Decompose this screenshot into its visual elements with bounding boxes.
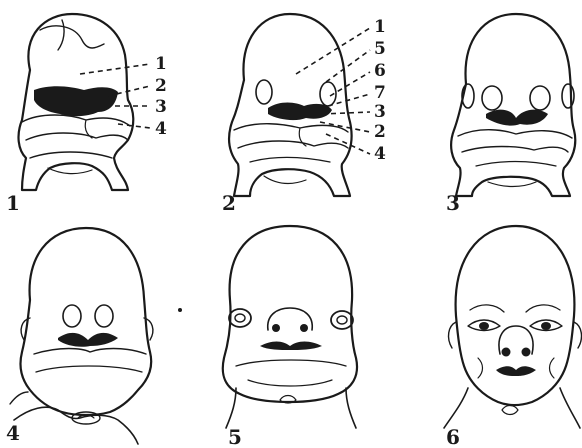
ink-speck [178, 308, 182, 312]
panel-2-callout-5: 5 [374, 39, 386, 59]
panel-1-callout-3: 3 [155, 97, 167, 117]
panel-4-number: 4 [6, 421, 20, 445]
panel-1-callout-2: 2 [155, 76, 167, 96]
panel-2-number: 2 [222, 191, 236, 215]
panel-2-callout-7: 7 [374, 83, 386, 103]
panel-2-callout-1: 1 [374, 17, 386, 37]
panel-2-callout-2: 2 [374, 122, 386, 142]
panel-2-leader-5 [326, 50, 370, 82]
panel-1-leader-1 [80, 64, 150, 74]
panel-2-callout-3: 3 [374, 102, 386, 122]
panel-2-leader-4 [326, 134, 370, 154]
panel-5-number: 5 [228, 425, 242, 448]
panel-2-leader-1 [296, 28, 370, 74]
panel-6-drawing [444, 226, 581, 428]
panel-1-number: 1 [6, 191, 20, 215]
panel-2-callout-4: 4 [374, 144, 386, 164]
panel-5-drawing [223, 226, 357, 428]
panel-3-drawing [451, 14, 575, 196]
panel-4-drawing [10, 228, 153, 444]
panel-6-number: 6 [446, 425, 460, 448]
panel-1-callout-1: 1 [155, 54, 167, 74]
panel-2-callout-lines [296, 28, 370, 154]
panel-3-number: 3 [446, 191, 460, 215]
panel-1-callout-4: 4 [155, 119, 167, 139]
panel-2-callout-6: 6 [374, 61, 386, 81]
panel-1-drawing [19, 14, 134, 190]
panel-2-drawing [229, 14, 351, 196]
